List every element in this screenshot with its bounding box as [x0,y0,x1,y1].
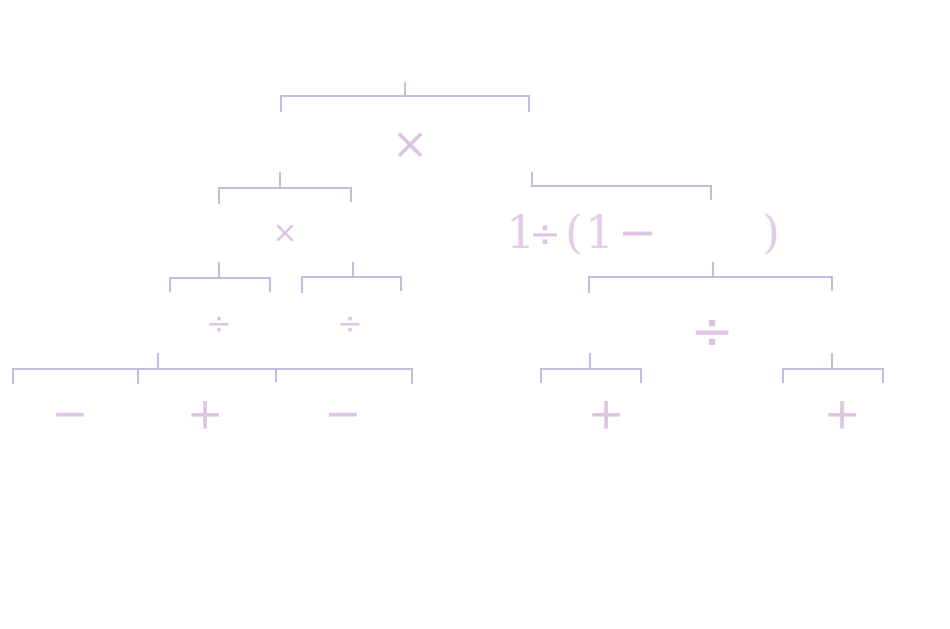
expr-close-paren: ) [762,205,780,259]
left-left-bracket [169,262,271,292]
leaf-bracket-right-a [540,353,642,383]
right-subtree-bracket [531,172,712,200]
left-right-bracket [301,262,402,293]
leaf-bracket-left-group [12,353,413,384]
expr-one-b: 1 [585,205,614,259]
leaf-bracket-right-b [782,353,884,383]
expr-divide: ÷ [529,212,561,256]
root-multiply-operator: × [392,119,429,170]
right-expression: 1 ÷ ( 1 − ) [506,205,780,259]
leaf-plus-2: + [588,389,625,440]
expr-open-paren: ( [565,205,583,259]
root-bracket [280,82,530,112]
leaf-minus-2: − [325,389,362,440]
left-left-divide-operator: ÷ [206,307,231,342]
expr-one-a: 1 [506,205,535,259]
expr-minus: − [618,205,657,259]
leaf-minus-1: − [52,389,89,440]
left-multiply-operator: × [272,216,297,251]
right-divide-operator: ÷ [690,302,734,362]
leaf-plus-3: + [824,389,861,440]
right-expression-bracket [588,262,833,293]
left-right-divide-operator: ÷ [337,307,362,342]
leaf-plus-1: + [187,389,224,440]
left-subtree-bracket [218,172,352,204]
